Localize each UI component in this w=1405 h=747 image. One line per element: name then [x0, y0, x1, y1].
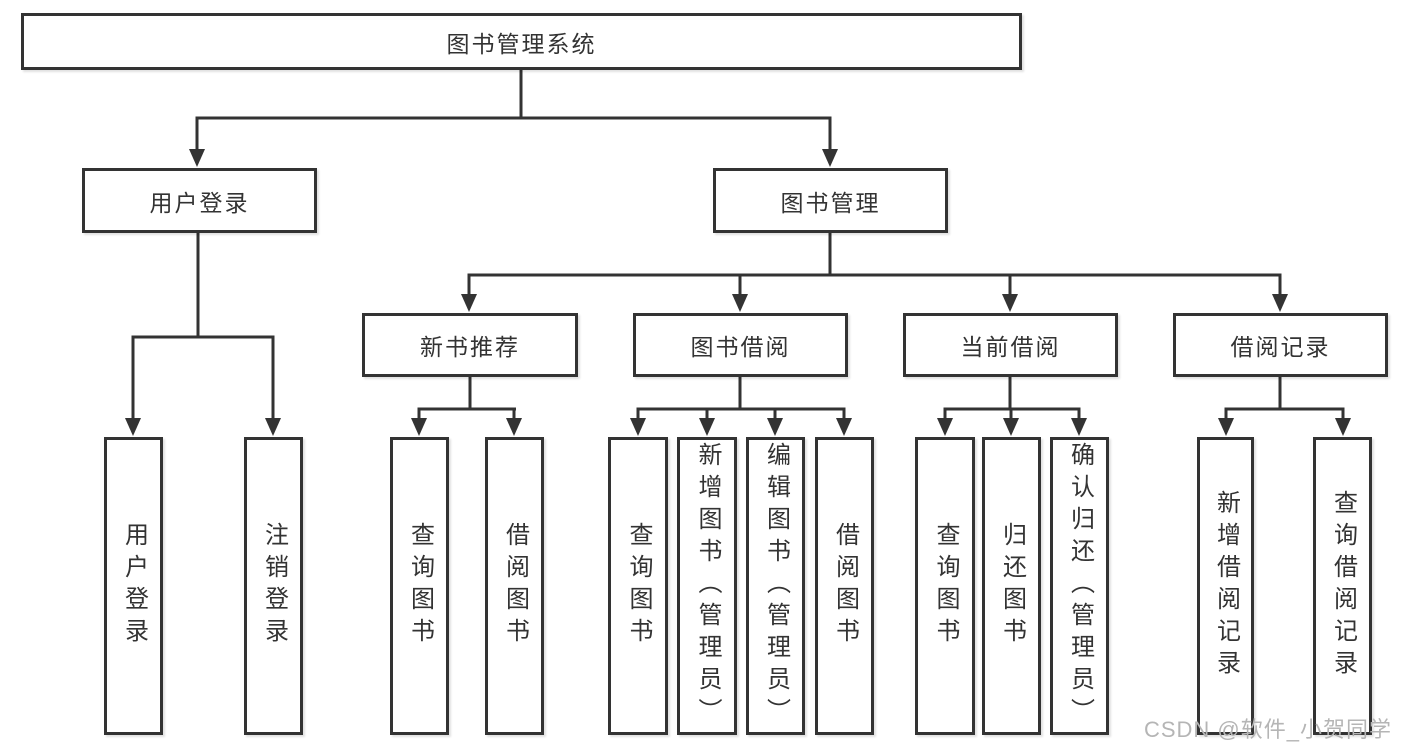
node-leaf-label: 新增图书（管理员）: [694, 442, 721, 730]
node-leaf-label: 归还图书: [998, 522, 1026, 650]
node-leaf-user-login: 用户登录: [104, 437, 163, 735]
node-leaf-label: 新增借阅记录: [1212, 490, 1240, 682]
node-leaf-label: 查询图书: [625, 522, 652, 650]
node-leaf-return-book: 归还图书: [982, 437, 1041, 735]
node-leaf-label: 编辑图书（管理员）: [762, 442, 790, 730]
node-leaf-label: 查询借阅记录: [1329, 490, 1357, 682]
node-new-book-recommend-label: 新书推荐: [420, 334, 520, 360]
node-leaf-query-book-3: 查询图书: [915, 437, 975, 735]
node-new-book-recommend: 新书推荐: [362, 313, 578, 377]
node-leaf-label: 查询图书: [406, 522, 434, 650]
node-current-borrow: 当前借阅: [903, 313, 1118, 377]
node-root: 图书管理系统: [21, 13, 1022, 70]
node-leaf-label: 注销登录: [260, 522, 288, 650]
node-user-login: 用户登录: [82, 168, 317, 233]
node-leaf-label: 确认归还（管理员）: [1066, 442, 1094, 730]
node-leaf-borrow-book-2: 借阅图书: [815, 437, 874, 735]
node-leaf-borrow-book-1: 借阅图书: [485, 437, 544, 735]
node-book-borrow: 图书借阅: [633, 313, 848, 377]
node-leaf-label: 用户登录: [120, 522, 148, 650]
node-book-management: 图书管理: [713, 168, 948, 233]
node-leaf-query-book-1: 查询图书: [390, 437, 449, 735]
node-user-login-label: 用户登录: [149, 189, 250, 216]
node-book-management-label: 图书管理: [780, 189, 881, 216]
node-root-label: 图书管理系统: [446, 30, 597, 57]
node-leaf-label: 借阅图书: [831, 522, 859, 650]
node-leaf-edit-book-admin: 编辑图书（管理员）: [746, 437, 805, 735]
node-leaf-query-borrow-record: 查询借阅记录: [1313, 437, 1372, 735]
node-leaf-label: 查询图书: [932, 522, 959, 650]
node-leaf-query-book-2: 查询图书: [608, 437, 668, 735]
node-leaf-label: 借阅图书: [501, 522, 529, 650]
node-book-borrow-label: 图书借阅: [690, 334, 791, 360]
node-borrow-record: 借阅记录: [1173, 313, 1388, 377]
node-leaf-add-borrow-record: 新增借阅记录: [1197, 437, 1254, 735]
node-leaf-add-book-admin: 新增图书（管理员）: [677, 437, 737, 735]
node-leaf-logout: 注销登录: [244, 437, 303, 735]
node-borrow-record-label: 借阅记录: [1230, 334, 1331, 360]
watermark: CSDN @软件_小贺同学: [1143, 717, 1392, 742]
node-current-borrow-label: 当前借阅: [960, 334, 1061, 360]
node-leaf-confirm-return-admin: 确认归还（管理员）: [1050, 437, 1109, 735]
